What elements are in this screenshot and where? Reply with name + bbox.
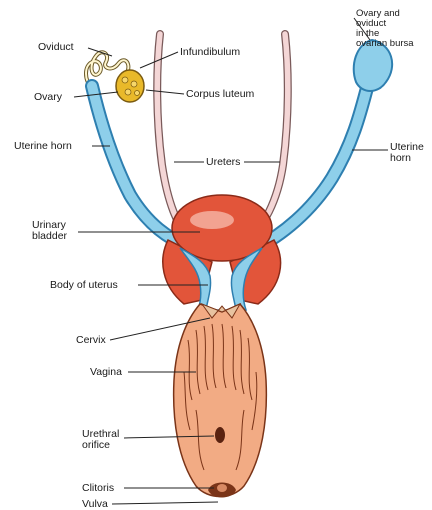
vagina — [174, 304, 267, 497]
label-corpus-luteum: Corpus luteum — [186, 88, 255, 100]
urethral-orifice — [215, 427, 225, 443]
label-ovary-bursa-4: ovarian bursa — [356, 38, 414, 49]
label-oviduct: Oviduct — [38, 41, 74, 53]
bladder-highlight — [190, 211, 234, 229]
label-clitoris: Clitoris — [82, 482, 114, 494]
label-uterine-horn-right-2: horn — [390, 152, 411, 164]
leader-oviduct — [88, 48, 112, 56]
label-urinary-bladder-2: bladder — [32, 230, 68, 242]
ovary-follicle — [135, 91, 140, 96]
label-body-of-uterus: Body of uterus — [50, 279, 118, 291]
ovary-follicle — [131, 81, 137, 87]
clitoris-tip — [217, 484, 227, 492]
label-urethral-orifice-2: orifice — [82, 439, 110, 451]
leader-corpus-luteum — [146, 90, 184, 94]
label-cervix: Cervix — [76, 334, 107, 346]
label-vagina: Vagina — [90, 366, 122, 378]
label-ureters: Ureters — [206, 156, 240, 168]
ovary-left — [116, 70, 144, 102]
ovary-follicle — [125, 89, 131, 95]
ovary-follicle — [122, 77, 128, 83]
leader-vulva — [112, 502, 218, 504]
label-vulva: Vulva — [82, 498, 108, 510]
label-infundibulum: Infundibulum — [180, 46, 240, 58]
label-ovary: Ovary — [34, 91, 63, 103]
label-uterine-horn-left: Uterine horn — [14, 140, 72, 152]
